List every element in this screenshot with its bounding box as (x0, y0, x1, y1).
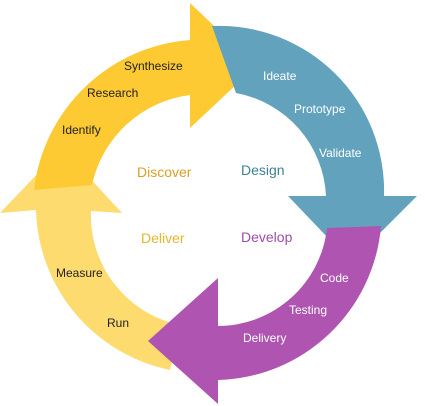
deliver-step-measure: Measure (56, 266, 103, 280)
develop-arrow (148, 226, 381, 404)
phase-label-design: Design (241, 162, 285, 178)
develop-step-testing: Testing (289, 303, 327, 317)
design-step-ideate: Ideate (263, 69, 297, 83)
phase-label-discover: Discover (137, 164, 192, 180)
design-arrow (212, 25, 417, 263)
discover-step-identify: Identify (62, 123, 101, 137)
discover-arrow (34, 3, 256, 190)
deliver-arrow (0, 148, 180, 370)
develop-step-delivery: Delivery (243, 331, 286, 345)
phase-label-deliver: Deliver (141, 230, 185, 246)
phase-label-develop: Develop (241, 229, 293, 245)
design-step-prototype: Prototype (294, 102, 346, 116)
deliver-step-run: Run (107, 316, 129, 330)
design-step-validate: Validate (319, 146, 362, 160)
discover-step-synthesize: Synthesize (124, 59, 183, 73)
discover-step-research: Research (87, 86, 138, 100)
develop-step-code: Code (320, 271, 349, 285)
